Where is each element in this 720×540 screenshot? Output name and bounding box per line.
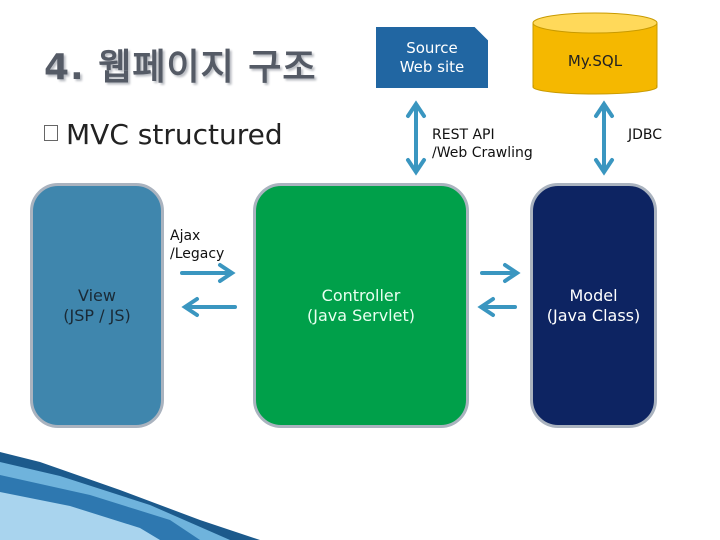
view-line2: (JSP / JS) xyxy=(63,305,131,325)
rest-line1: REST API xyxy=(432,127,495,143)
view-line1: View xyxy=(78,285,116,305)
controller-line1: Controller xyxy=(321,285,401,305)
page-title: 4. 웹페이지 구조 xyxy=(44,47,317,88)
jdbc-label: JDBC xyxy=(628,127,663,143)
ajax-arrows xyxy=(180,263,237,317)
bullet-icon xyxy=(44,125,58,141)
rest-label: REST API /Web Crawling xyxy=(432,126,533,162)
model-arrows xyxy=(477,263,521,317)
model-line2: (Java Class) xyxy=(546,305,641,325)
source-website-box: Source Web site xyxy=(376,27,488,88)
bullet-item: MVC structured xyxy=(44,118,283,151)
mysql-label: My.SQL xyxy=(567,52,623,70)
model-box: Model (Java Class) xyxy=(530,183,657,428)
bullet-text: MVC structured xyxy=(66,118,283,151)
ajax-line2: /Legacy xyxy=(170,246,225,262)
controller-line2: (Java Servlet) xyxy=(307,305,415,325)
ajax-line1: Ajax xyxy=(170,228,201,244)
decorative-swoosh xyxy=(0,452,260,540)
source-line1: Source xyxy=(406,38,458,57)
ajax-label: Ajax /Legacy xyxy=(170,227,224,263)
source-line2: Web site xyxy=(399,57,465,76)
mysql-cylinder-icon xyxy=(532,12,658,95)
rest-line2: /Web Crawling xyxy=(432,145,533,161)
model-line1: Model xyxy=(569,285,618,305)
jdbc-arrow xyxy=(594,100,614,176)
view-box: View (JSP / JS) xyxy=(30,183,164,428)
rest-arrow xyxy=(406,100,426,176)
controller-box: Controller (Java Servlet) xyxy=(253,183,469,428)
